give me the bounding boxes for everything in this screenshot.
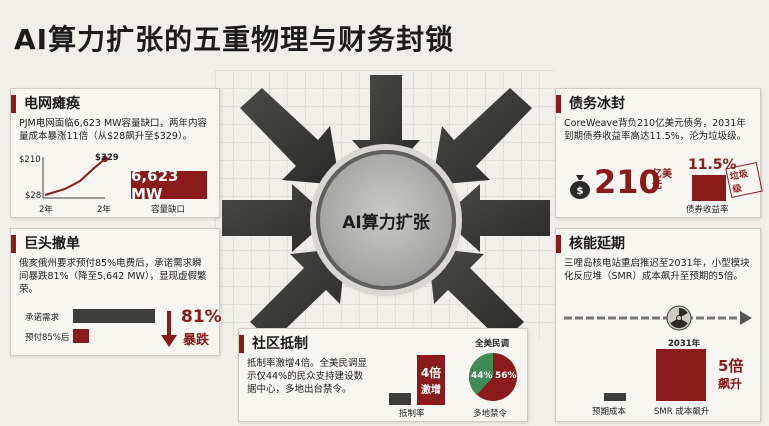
panel-text-nuclear: 三哩岛核电站重启推迟至2031年，小型模块化反应堆（SMR）成本飙升至预期的5倍… bbox=[564, 258, 750, 282]
grid-peak-label: $329 bbox=[95, 153, 119, 163]
svg-text:$: $ bbox=[577, 186, 584, 197]
community-multiplier: 4倍 bbox=[420, 366, 442, 380]
hub-label: AI算力扩张 bbox=[342, 212, 430, 233]
money-bag-icon: $ bbox=[570, 175, 590, 199]
nuclear-multiplier: 5倍 bbox=[718, 357, 744, 375]
nuclear-timeline bbox=[564, 311, 752, 325]
nuclear-multiplier-label: 飙升 bbox=[718, 377, 743, 391]
community-bar-label: 抵制率 bbox=[399, 409, 425, 419]
arrow-left bbox=[222, 184, 330, 252]
panel-title-nuclear: 核能延期 bbox=[556, 235, 760, 253]
community-bar-after: 4倍 激增 bbox=[417, 355, 445, 405]
hub-circle: AI算力扩张 bbox=[316, 150, 456, 290]
debt-bar-label: 债券收益率 bbox=[686, 205, 729, 215]
nuclear-bar-expected bbox=[604, 393, 626, 401]
grid-big-label: 容量缺口 bbox=[151, 205, 186, 215]
arrow-right bbox=[442, 184, 550, 252]
nuclear-bar-label-2: SMR 成本飙升 bbox=[654, 407, 710, 417]
giants-bar-label-2: 预付85%后 bbox=[25, 333, 70, 343]
panel-text-community: 抵制率激增4倍。全美民调显示仅44%的民众支持建设数据中心，多地出台禁令。 bbox=[247, 358, 368, 395]
panel-community: 社区抵制 抵制率激增4倍。全美民调显示仅44%的民众支持建设数据中心，多地出台禁… bbox=[238, 328, 528, 422]
nuclear-bar-label-1: 预期成本 bbox=[592, 407, 627, 417]
grid-big-value: 6,623 MW bbox=[131, 167, 207, 203]
community-pie-label: 多地禁令 bbox=[473, 409, 508, 419]
arrow-bottom-right bbox=[428, 248, 524, 342]
panel-text-grid: PJM电网面临6,623 MW容量缺口，两年内容量成本暴涨11倍（从$28飙升至… bbox=[19, 118, 208, 142]
community-oppose: 56% bbox=[495, 371, 517, 381]
panel-title-giants: 巨头撤单 bbox=[11, 235, 219, 253]
debt-stamp: 垃圾级 bbox=[725, 162, 763, 198]
giants-percent-label: 暴跌 bbox=[183, 333, 210, 348]
panel-debt: 债务冰封 CoreWeave背负210亿美元债务，2031年到期债券收益率高达1… bbox=[555, 88, 763, 218]
debt-yield-value: 11.5% bbox=[688, 157, 737, 173]
community-bar-before bbox=[389, 393, 411, 405]
nuclear-year: 2031年 bbox=[668, 339, 701, 349]
radiation-icon bbox=[666, 305, 692, 331]
panel-giants: 巨头撤单 俄亥俄州要求预付85%电费后，承诺需求瞬间暴跌81%（降至5,642 … bbox=[10, 228, 222, 356]
arrow-top-left bbox=[240, 88, 340, 185]
giants-percent: 81% bbox=[181, 307, 222, 327]
panel-nuclear: 核能延期 三哩岛核电站重启推迟至2031年，小型模块化反应堆（SMR）成本飙升至… bbox=[555, 228, 761, 422]
arrow-top-right bbox=[432, 88, 532, 185]
grid-y-low: $28 bbox=[25, 191, 42, 201]
community-multiplier-label: 激增 bbox=[421, 385, 441, 396]
nuclear-bar-actual bbox=[656, 349, 706, 401]
panel-title-debt: 债务冰封 bbox=[556, 95, 760, 113]
grid-x-label-2: 2年 bbox=[97, 205, 111, 215]
page-title: AI算力扩张的五重物理与财务封锁 bbox=[14, 23, 455, 56]
debt-amount-unit: 亿美元 bbox=[652, 169, 672, 191]
community-pie-chart bbox=[468, 353, 517, 401]
grid-x-label-1: 2年 bbox=[39, 205, 53, 215]
debt-amount: 210 bbox=[594, 163, 661, 201]
community-support: 44% bbox=[471, 371, 493, 381]
giants-bar-after bbox=[73, 329, 89, 343]
panel-text-giants: 俄亥俄州要求预付85%电费后，承诺需求瞬间暴跌81%（降至5,642 MW），显… bbox=[19, 258, 207, 295]
panel-title-community: 社区抵制 bbox=[239, 335, 527, 353]
giants-bar-before bbox=[73, 309, 155, 323]
grid-line-chart bbox=[42, 156, 108, 199]
panel-grid-collapse: 电网瘫痪 PJM电网面临6,623 MW容量缺口，两年内容量成本暴涨11倍（从$… bbox=[10, 88, 220, 218]
panel-text-debt: CoreWeave背负210亿美元债务，2031年到期债券收益率高达11.5%，… bbox=[564, 118, 747, 142]
arrow-bottom-left bbox=[250, 248, 346, 342]
panel-title-grid: 电网瘫痪 bbox=[11, 95, 219, 113]
debt-yield-bar bbox=[692, 175, 726, 201]
down-arrow-icon bbox=[161, 311, 177, 347]
grid-y-high: $210 bbox=[19, 155, 41, 165]
community-poll-title: 全美民调 bbox=[475, 339, 510, 349]
giants-bar-label-1: 承诺需求 bbox=[25, 313, 60, 323]
